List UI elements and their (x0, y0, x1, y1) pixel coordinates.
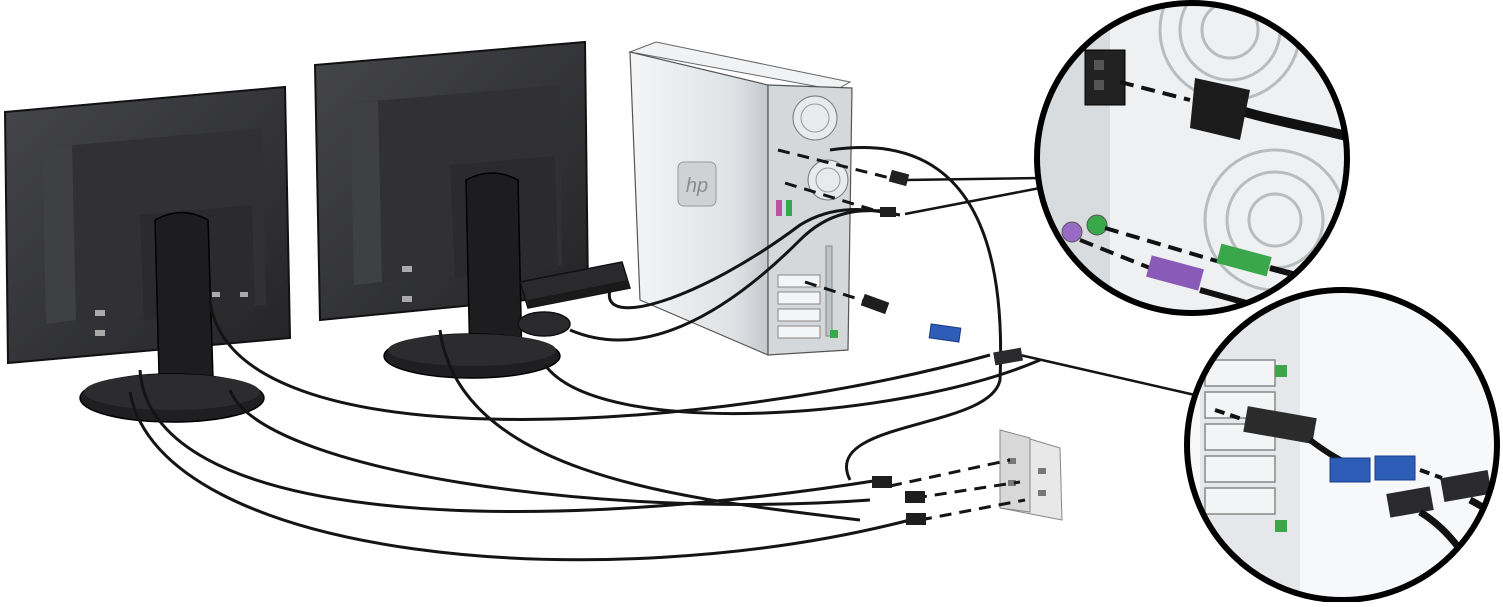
cable-connectors (860, 169, 1024, 525)
callout-power-ps2 (1034, 0, 1350, 316)
left-monitor (3, 85, 292, 423)
cable-tower-power (829, 146, 1003, 481)
cable-right-monitor-power (438, 329, 861, 522)
right-monitor (313, 40, 590, 379)
vga-connector-1 (928, 323, 962, 343)
cable-left-monitor-video (208, 299, 991, 421)
callout-video (1184, 287, 1500, 603)
hp-logo: hp (686, 175, 708, 197)
cables (128, 146, 1196, 562)
keyboard (519, 261, 631, 309)
wall-outlet (999, 429, 1063, 521)
tower-computer: hp (628, 41, 853, 356)
mouse (517, 311, 571, 337)
vga-adapter-1 (1329, 457, 1371, 483)
vga-adapter-2 (1374, 455, 1416, 481)
ps2-mouse-plug (1216, 243, 1272, 277)
ps2-keyboard-plug (1146, 255, 1204, 291)
cable-right-monitor-video (543, 358, 1041, 416)
